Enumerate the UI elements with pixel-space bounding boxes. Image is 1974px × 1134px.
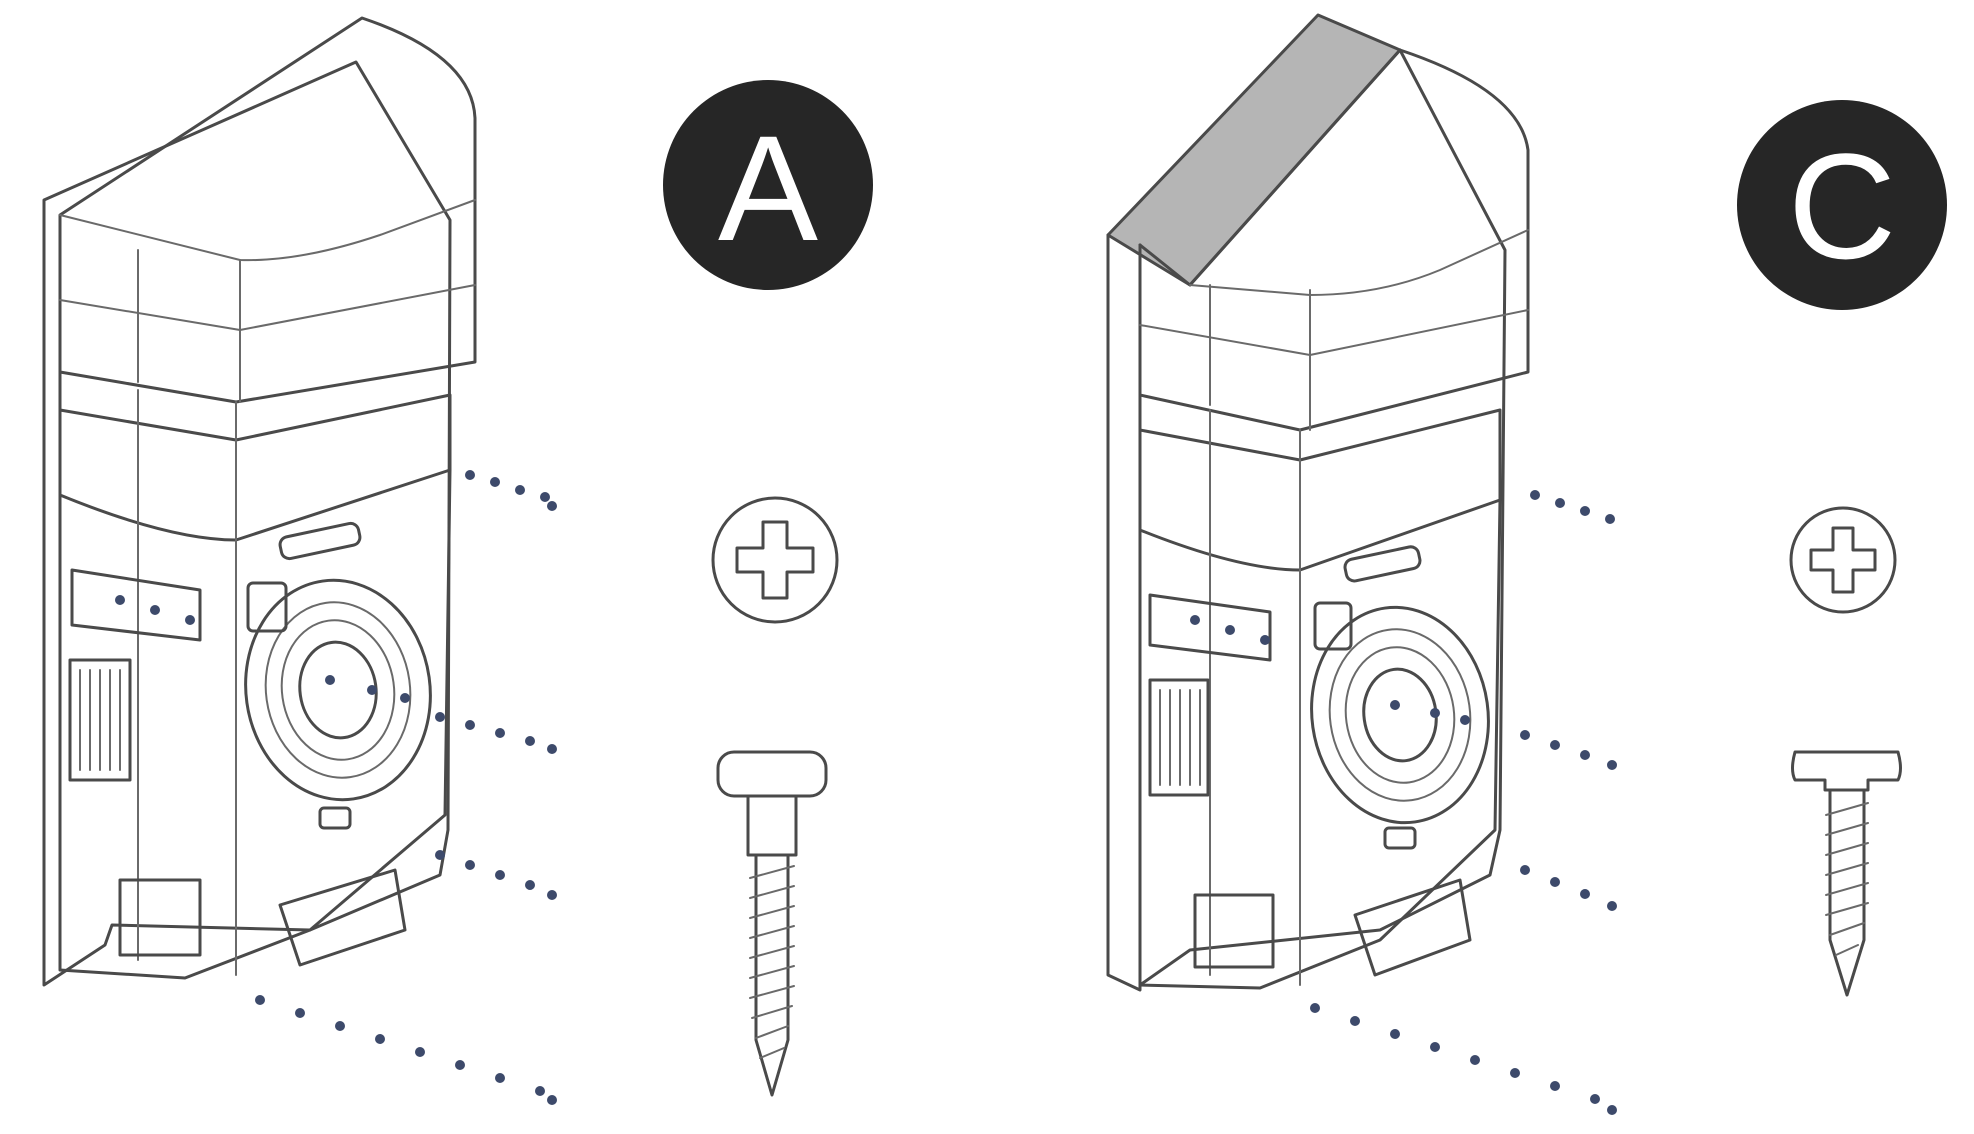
doorbell-device-a — [42, 16, 477, 987]
device-band — [1138, 393, 1502, 572]
doorbell-device-c — [1106, 13, 1530, 992]
camera-lens — [1310, 605, 1490, 825]
camera-lens — [244, 578, 432, 802]
bottom-latch — [1353, 878, 1472, 977]
device-band — [58, 370, 452, 542]
bottom-latch — [278, 868, 407, 967]
mounting-bracket-outline — [42, 60, 452, 987]
sensor-window — [1313, 601, 1353, 651]
wedge-edge — [1106, 233, 1142, 992]
phillips-screw-icon — [711, 496, 839, 624]
pan-head-mounting-screw — [1791, 750, 1902, 997]
panel-a: A — [42, 16, 873, 1105]
panel-c: C — [1106, 13, 1947, 1115]
wire-port — [1193, 893, 1275, 969]
device-top-cap — [1138, 48, 1530, 432]
terminal-strip — [70, 568, 202, 642]
mounting-bracket-outline — [1138, 48, 1507, 987]
wire-port — [118, 878, 202, 957]
release-tab — [278, 521, 362, 561]
phillips-screw-icon — [1789, 506, 1897, 614]
terminal-strip — [1148, 593, 1272, 662]
badge-a-label: A — [718, 104, 818, 272]
device-top-cap — [58, 16, 477, 404]
badge-c: C — [1737, 100, 1947, 310]
speaker-grille — [68, 658, 132, 782]
port — [318, 806, 352, 830]
flat-head-mounting-screw — [716, 750, 828, 1097]
sensor-window — [246, 581, 288, 633]
speaker-grille — [1148, 678, 1210, 797]
guide-dots-a — [115, 470, 557, 1105]
port — [1383, 826, 1417, 850]
guide-dots-c — [1190, 490, 1617, 1115]
badge-a: A — [663, 80, 873, 290]
release-tab — [1343, 545, 1422, 583]
device-body — [1138, 498, 1502, 990]
angle-wedge — [1106, 13, 1402, 287]
badge-c-label: C — [1788, 122, 1896, 290]
device-body — [58, 468, 452, 980]
